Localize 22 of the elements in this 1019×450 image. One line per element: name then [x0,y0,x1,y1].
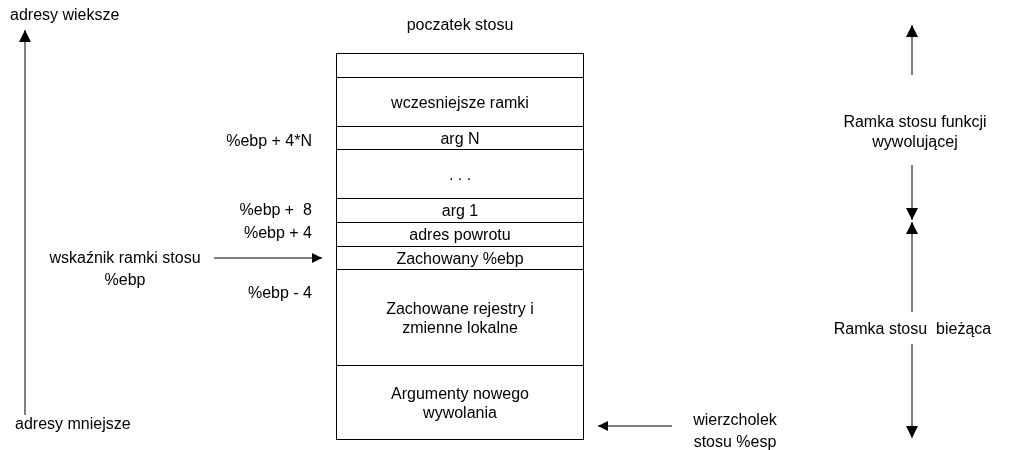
frame-label: Ramka stosu funkcji wywolującej [842,112,988,152]
stack-cell: Zachowany %ebp [336,246,584,270]
axis-label: adresy wieksze [10,5,121,25]
offset-label: %ebp - 4 [246,283,312,303]
stack-cell: adres powrotu [336,222,584,247]
empty-stack-cell [336,53,584,78]
stack-cell: . . . [336,149,584,199]
offset-label: %ebp + 4 [242,223,312,243]
frame-label: Ramka stosu bieżąca [832,319,993,339]
offset-label: %ebp + 4*N [225,131,312,151]
offset-label: %ebp + 8 [238,200,312,220]
stack-heading: poczatek stosu [406,15,514,34]
arrow [213,253,323,263]
stack-cell: Argumenty nowego wywolania [336,365,584,440]
pointer-label: wierzcholek stosu %esp [680,409,790,450]
pointer-label: wskaźnik ramki stosu %ebp [40,247,210,291]
stack-cell: arg N [336,126,584,150]
arrow [597,421,673,431]
stack-cell: arg 1 [336,198,584,223]
stack-cell: Zachowane rejestry i zmienne lokalne [336,269,584,366]
axis-label: adresy mniejsze [15,414,132,434]
stack-cell: wczesniejsze ramki [336,77,584,127]
